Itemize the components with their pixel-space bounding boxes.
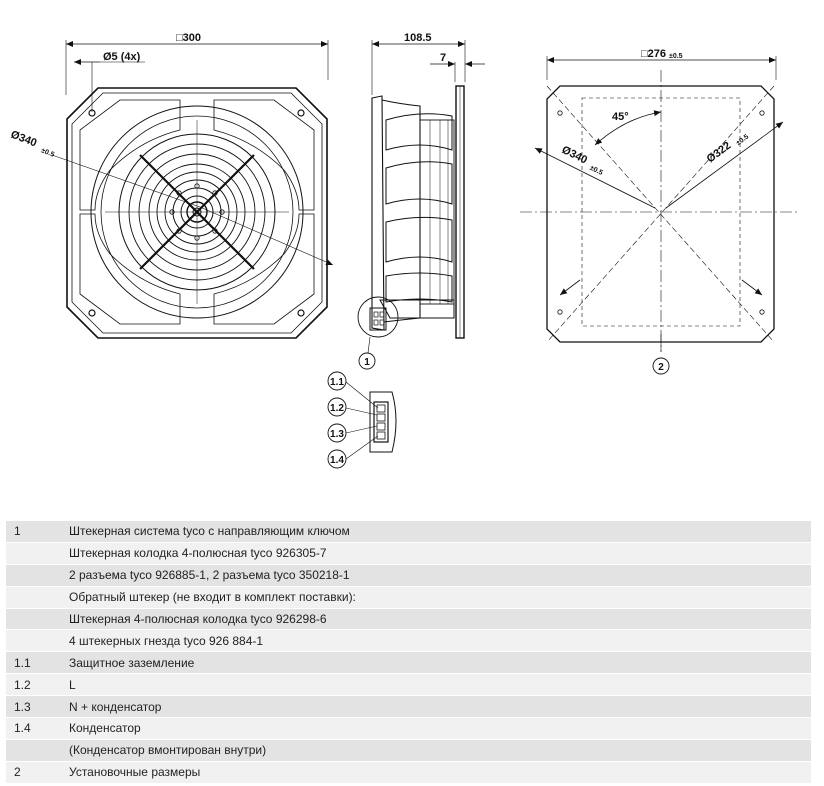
legend-key — [6, 608, 61, 631]
front-holes-label: Ø5 (4x) — [103, 51, 141, 63]
callout-1-4-label: 1.4 — [330, 455, 344, 466]
callout-2-label: 2 — [658, 362, 664, 373]
connector-detail — [345, 381, 397, 460]
front-width-label: □300 — [176, 32, 201, 44]
callout-1-2: 1.2 — [327, 397, 347, 417]
legend-text: 2 разъема tyco 926885-1, 2 разъема tyco … — [61, 564, 811, 587]
callout-1-label: 1 — [364, 357, 370, 368]
legend-key — [6, 629, 61, 653]
legend-row: Штекерная 4-полюсная колодка tyco 926298… — [6, 608, 811, 631]
callout-1-2-label: 1.2 — [330, 403, 344, 414]
mount-angle-label: 45° — [612, 111, 629, 123]
mount-diameter-a-tol: ±0.5 — [588, 165, 603, 177]
legend-row: 2 разъема tyco 926885-1, 2 разъема tyco … — [6, 564, 811, 587]
legend-key: 1.3 — [6, 695, 61, 719]
callout-1-4: 1.4 — [327, 449, 347, 469]
front-diameter-dimension: Ø340 ±0.5 — [9, 129, 55, 159]
legend-key: 2 — [6, 761, 61, 784]
front-diameter-tol: ±0.5 — [40, 147, 55, 158]
legend-key: 1 — [6, 521, 61, 543]
legend-text: Обратный штекер (не входит в комплект по… — [61, 586, 811, 609]
legend-text: 4 штекерных гнезда tyco 926 884-1 — [61, 629, 811, 653]
side-flange-label: 7 — [440, 52, 446, 64]
legend-key — [6, 542, 61, 565]
callout-1: 1 — [358, 352, 376, 370]
mount-diameter-b-tol: ±0.5 — [735, 133, 750, 147]
side-view — [357, 40, 485, 354]
legend-row: Обратный штекер (не входит в комплект по… — [6, 586, 811, 609]
mount-square-label: □276 — [641, 48, 666, 60]
legend-key: 1.2 — [6, 673, 61, 697]
legend-text: Защитное заземление — [61, 651, 811, 675]
callout-1-1: 1.1 — [327, 371, 347, 391]
mount-diameter-b-dimension: Ø322 ±0.5 — [705, 133, 751, 165]
callout-1-3: 1.3 — [327, 423, 347, 443]
legend-text: Штекерная колодка 4-полюсная tyco 926305… — [61, 542, 811, 565]
callout-1-1-label: 1.1 — [330, 377, 344, 388]
legend-text: Установочные размеры — [61, 761, 811, 784]
technical-drawing: □300 Ø5 (4x) Ø340 ±0.5 — [9, 32, 800, 469]
callout-2: 2 — [652, 357, 670, 375]
legend-text: Штекерная система tyco с направляющим кл… — [61, 521, 811, 543]
legend-row: 4 штекерных гнезда tyco 926 884-1 — [6, 629, 811, 653]
legend-text: Штекерная 4-полюсная колодка tyco 926298… — [61, 608, 811, 631]
legend-key: 1.1 — [6, 651, 61, 675]
legend-key — [6, 739, 61, 762]
mounting-view — [520, 56, 800, 352]
legend-key — [6, 564, 61, 587]
legend-key: 1.4 — [6, 717, 61, 740]
mount-diameter-a-label: Ø340 — [560, 144, 589, 167]
legend-row: (Конденсатор вмонтирован внутри) — [6, 739, 811, 762]
mount-square-tol: ±0.5 — [669, 53, 683, 60]
legend-text: (Конденсатор вмонтирован внутри) — [61, 739, 811, 762]
legend-row: Штекерная колодка 4-полюсная tyco 926305… — [6, 542, 811, 565]
front-view — [51, 40, 334, 339]
legend-text: L — [61, 673, 811, 697]
side-depth-label: 108.5 — [404, 32, 432, 44]
front-diameter-label: Ø340 — [9, 129, 38, 150]
legend-key — [6, 586, 61, 609]
callout-1-3-label: 1.3 — [330, 429, 344, 440]
legend-text: Конденсатор — [61, 717, 811, 740]
legend-text: N + конденсатор — [61, 695, 811, 719]
